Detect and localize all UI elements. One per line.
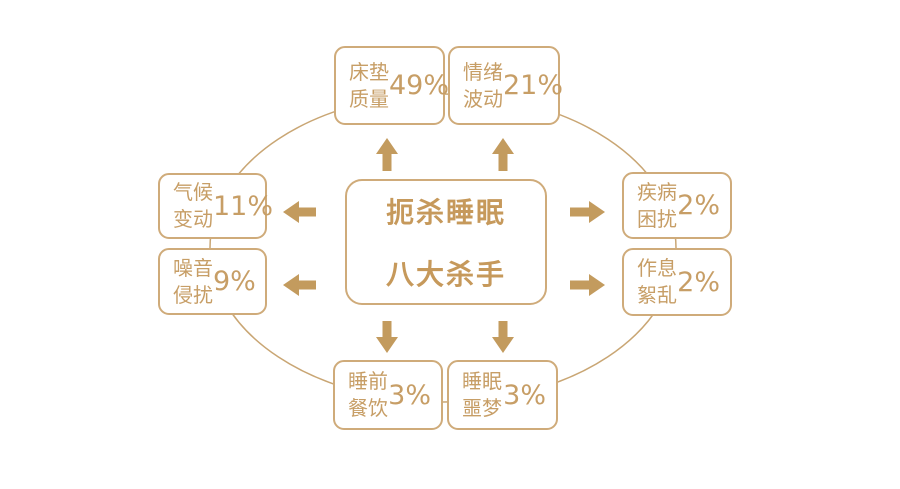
node-label: 床垫 质量 <box>349 59 389 111</box>
node-value: 21% <box>503 70 564 101</box>
node-label: 作息 絮乱 <box>637 256 677 307</box>
node-value: 9% <box>213 266 256 297</box>
node-value: 11% <box>213 190 274 222</box>
node-pre-sleep-eating: 睡前 餐饮 3% <box>333 360 443 430</box>
node-value: 2% <box>677 190 720 221</box>
node-label: 情绪 波动 <box>463 59 503 111</box>
node-noise-intrusion: 噪音 侵扰 9% <box>158 248 267 315</box>
node-value: 49% <box>389 70 450 101</box>
node-mattress-quality: 床垫 质量 49% <box>334 46 449 125</box>
node-label: 噪音 侵扰 <box>173 255 213 307</box>
node-label: 睡前 餐饮 <box>348 369 388 420</box>
node-schedule-disorder: 作息 絮乱 2% <box>622 248 732 316</box>
center-title-line2: 八大杀手 <box>385 258 506 291</box>
node-climate-change: 气候 变动 11% <box>158 173 273 239</box>
node-label: 疾病 困扰 <box>637 179 677 231</box>
node-value: 3% <box>503 379 546 411</box>
node-value: 2% <box>677 266 720 298</box>
node-label: 气候 变动 <box>173 180 213 231</box>
center-node: 扼杀睡眠 八大杀手 <box>345 179 547 305</box>
node-value: 3% <box>388 379 431 411</box>
node-sleep-nightmares: 睡眠 噩梦 3% <box>447 360 558 430</box>
node-disease-trouble: 疾病 困扰 2% <box>622 172 732 239</box>
center-title-line1: 扼杀睡眠 <box>385 196 506 229</box>
node-label: 睡眠 噩梦 <box>462 369 502 420</box>
node-emotion-swings: 情绪 波动 21% <box>448 46 563 125</box>
